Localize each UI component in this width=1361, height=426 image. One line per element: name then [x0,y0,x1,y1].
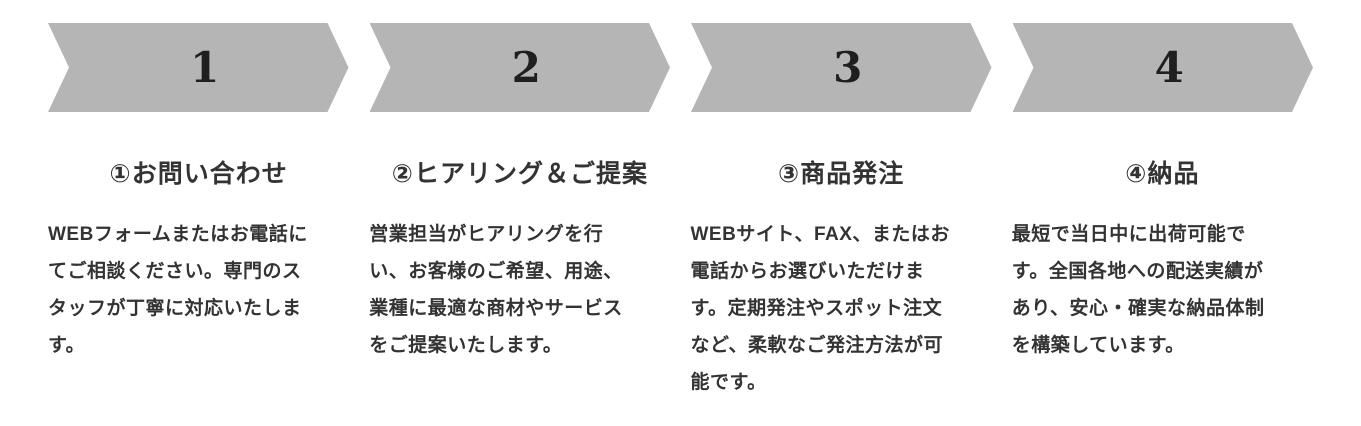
step-description: WEBフォームまたはお電話に てご相談ください。専門のス タッフが丁寧に対応いた… [48,224,308,356]
step-title: ④納品 [1125,160,1200,188]
step-title: ②ヒアリング＆ご提案 [391,160,648,188]
step-column-order: ③商品発注 WEBサイト、FAX、またはお 電話からお選びいただけま す。定期発… [691,158,992,401]
step-arrow-1: 1 [48,23,349,112]
step-title: ③商品発注 [778,160,905,188]
step-description: 営業担当がヒアリングを行 い、お客様のご希望、用途、 業種に最適な商材やサービス… [369,224,623,356]
step-arrows-row: 1 2 3 4 [0,0,1361,112]
step-arrow-3: 3 [691,23,992,112]
step-description: WEBサイト、FAX、またはお 電話からお選びいただけま す。定期発注やスポット… [690,224,950,393]
step-column-delivery: ④納品 最短で当日中に出荷可能で す。全国各地への配送実績が あり、安心・確実な… [1012,158,1313,364]
step-details-row: ①お問い合わせ WEBフォームまたはお電話に てご相談ください。専門のス タッフ… [0,112,1361,401]
step-description: 最短で当日中に出荷可能で す。全国各地への配送実績が あり、安心・確実な納品体制… [1011,224,1265,356]
step-number-4: 4 [1154,42,1184,92]
step-number-1: 1 [190,42,220,92]
step-arrow-2: 2 [370,23,671,112]
step-number-3: 3 [833,42,863,92]
step-title: ①お問い合わせ [109,160,288,188]
step-column-inquiry: ①お問い合わせ WEBフォームまたはお電話に てご相談ください。専門のス タッフ… [48,158,349,364]
step-column-hearing-proposal: ②ヒアリング＆ご提案 営業担当がヒアリングを行 い、お客様のご希望、用途、 業種… [369,158,670,364]
step-arrow-4: 4 [1013,23,1314,112]
step-number-2: 2 [511,42,541,92]
